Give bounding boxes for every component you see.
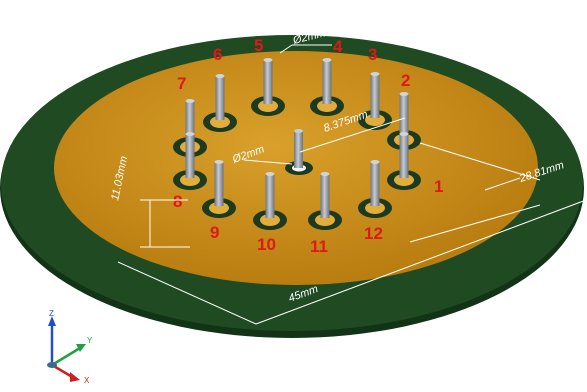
pin-shaft — [320, 174, 330, 218]
pad-copper — [258, 100, 278, 112]
pin-label-10: 10 — [257, 235, 276, 254]
pad-copper — [317, 100, 337, 112]
dimension-lines — [117, 44, 587, 325]
pad-copper — [394, 174, 414, 186]
pad-copper — [365, 202, 385, 214]
pin-tip — [185, 132, 195, 136]
pin-label-5: 5 — [254, 36, 263, 55]
pin-10 — [253, 172, 287, 230]
pad-copper — [210, 116, 230, 128]
pin-tip — [265, 172, 275, 176]
pin-shaft — [265, 174, 275, 218]
pin-7 — [173, 99, 207, 157]
pad-copper — [365, 114, 385, 126]
pin-tip — [263, 58, 273, 62]
pin-shaft — [322, 60, 332, 104]
pin-shaft — [399, 134, 409, 178]
pin-12 — [358, 160, 392, 218]
pin-5 — [251, 58, 285, 116]
pin-shaft — [215, 76, 225, 120]
pin-tip — [322, 58, 332, 62]
pin-label-8: 8 — [173, 192, 182, 211]
pin-shaft — [370, 162, 380, 206]
pin-11 — [308, 172, 342, 230]
pin-8 — [173, 132, 207, 190]
pin-tip — [214, 160, 224, 164]
center-pin — [294, 129, 303, 168]
pin-tip — [185, 99, 195, 103]
pin-tip — [370, 160, 380, 164]
pin-shaft — [185, 101, 195, 145]
pin-tip — [399, 132, 409, 136]
pin-tip — [215, 74, 225, 78]
pin-shaft — [214, 162, 224, 206]
pin-label-2: 2 — [401, 71, 410, 90]
pin-1 — [387, 132, 421, 190]
axis-x-label: X — [84, 376, 90, 385]
pin-shaft — [399, 94, 409, 138]
axis-triad — [47, 316, 86, 382]
pin-tip — [320, 172, 330, 176]
axis-y-label: Y — [87, 336, 93, 345]
pin-label-11: 11 — [310, 237, 328, 256]
pin-9 — [202, 160, 236, 218]
axis-z-label: Z — [49, 309, 54, 318]
pin-shaft — [370, 74, 380, 118]
pin-label-9: 9 — [210, 223, 219, 242]
pin-tip — [370, 72, 380, 76]
pad-copper — [180, 174, 200, 186]
pad-copper — [260, 214, 280, 226]
pin-shaft — [185, 134, 195, 178]
pin-4 — [310, 58, 344, 116]
pin-label-3: 3 — [368, 45, 377, 64]
pin-label-12: 12 — [364, 224, 383, 243]
pin-shaft — [263, 60, 273, 104]
pad-copper — [315, 214, 335, 226]
pin-label-4: 4 — [333, 37, 343, 56]
pin-tip — [399, 92, 409, 96]
pad-copper — [209, 202, 229, 214]
pin-6 — [203, 74, 237, 132]
pin-label-6: 6 — [213, 45, 222, 64]
pin-label-7: 7 — [177, 74, 186, 93]
pin-label-1: 1 — [434, 177, 443, 196]
